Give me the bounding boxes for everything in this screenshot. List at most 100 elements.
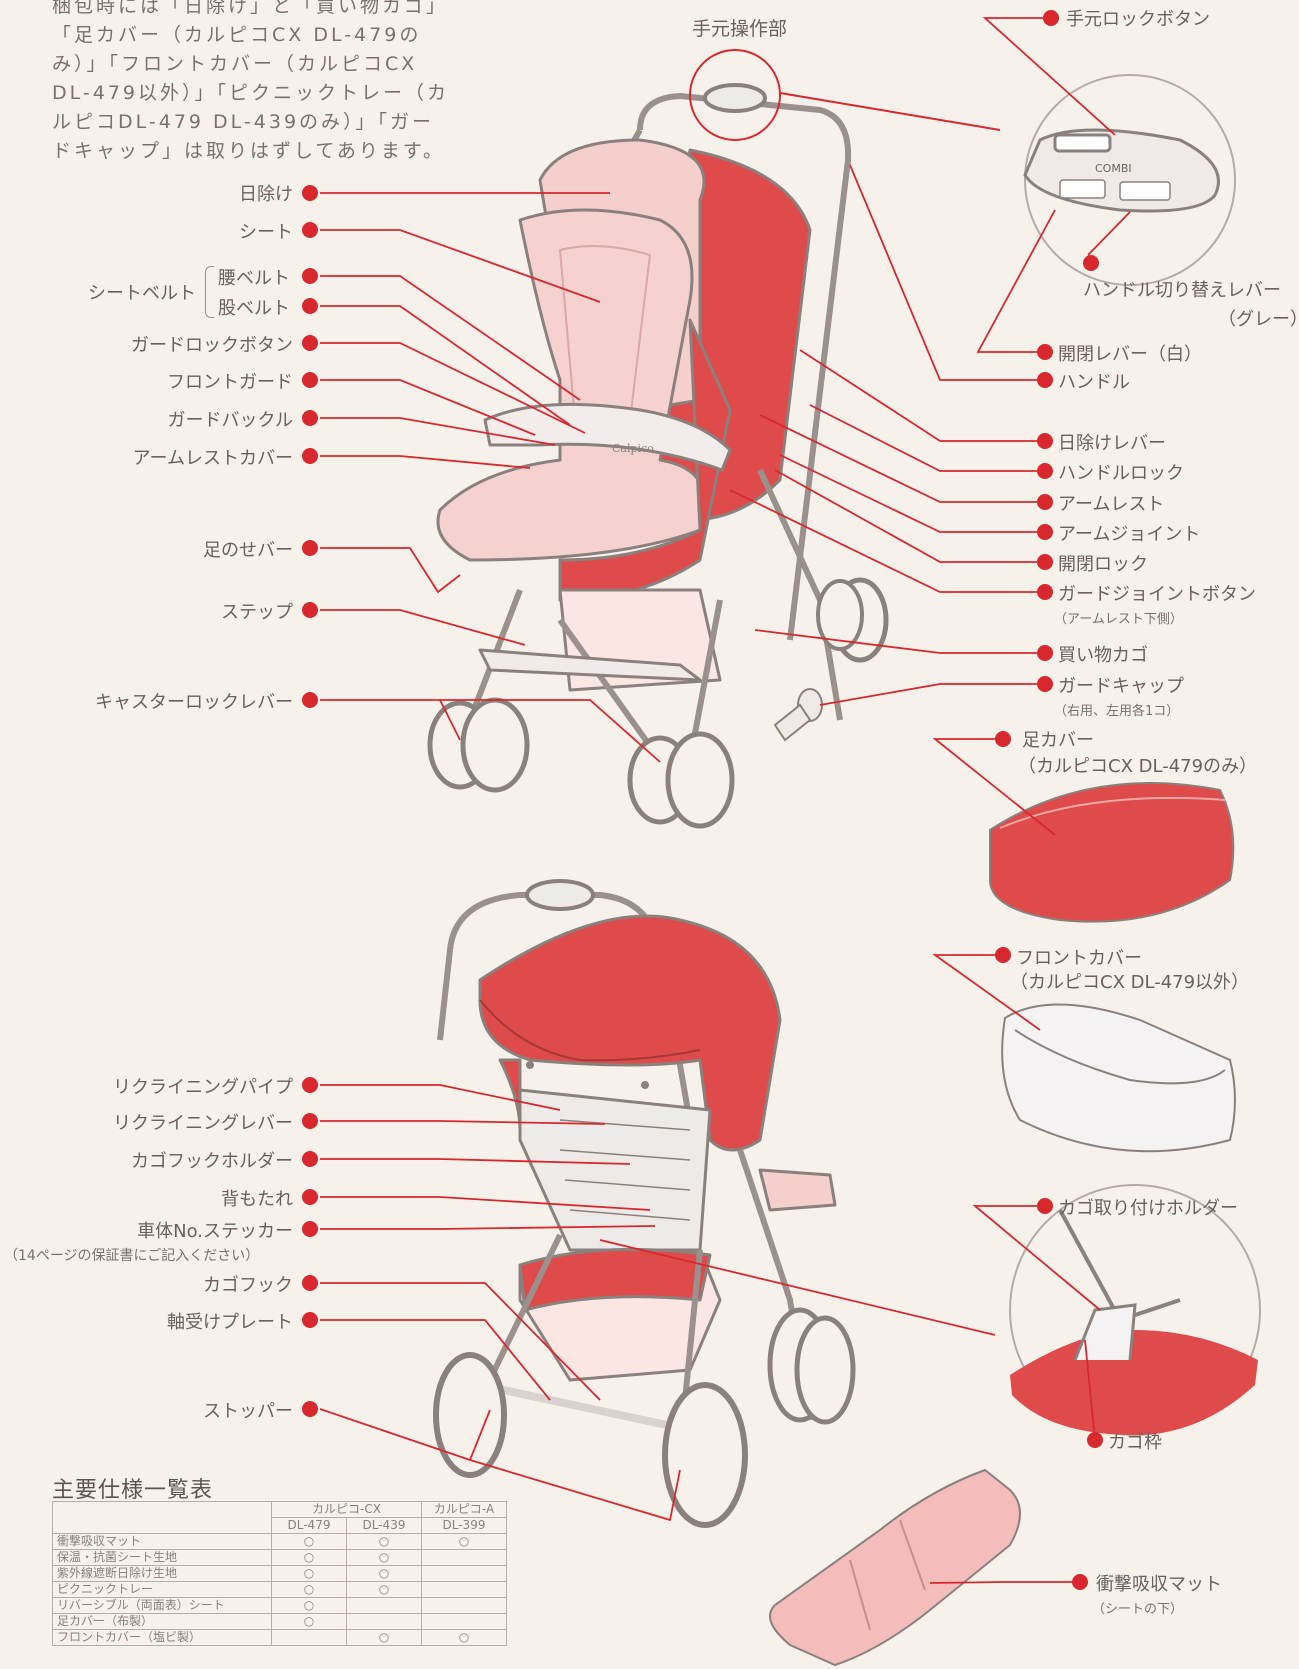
label-basket-hook: カゴフック (203, 1271, 293, 1297)
label-crotch-belt: 股ベルト (218, 294, 290, 320)
spec-feature: 紫外線遮断日除け生地 (53, 1566, 272, 1582)
label-seat: シート (239, 218, 293, 244)
spec-table-title: 主要仕様一覧表 (52, 1472, 213, 1504)
label-backrest: 背もたれ (221, 1185, 293, 1211)
marker-dot (1037, 463, 1053, 479)
spec-feature: 足カバー（布製） (53, 1614, 272, 1630)
marker-dot (1037, 676, 1053, 692)
label-arm-joint: アームジョイント (1058, 520, 1200, 546)
spec-mark: ○ (347, 1550, 422, 1566)
spec-feature: リバーシブル（両面表）シート (53, 1598, 272, 1614)
label-sunshade-lever: 日除けレバー (1058, 429, 1166, 455)
label-body-sticker-note: （14ページの保証書にご記入ください） (4, 1245, 259, 1265)
spec-mark: ○ (347, 1582, 422, 1598)
marker-dot (302, 1312, 318, 1328)
marker-dot (1037, 584, 1053, 600)
handle-panel-brand: COMBI (1095, 162, 1132, 175)
label-seatbelt: シートベルト (88, 279, 196, 305)
spec-mark (347, 1598, 422, 1614)
label-armrest: アームレスト (1058, 490, 1164, 516)
spec-model-header: DL-399 (422, 1518, 507, 1534)
label-front-cover: フロントカバー (1016, 944, 1142, 970)
spec-mark: ○ (272, 1534, 347, 1550)
label-guard-cap-note: （右用、左用各1コ） (1054, 700, 1179, 719)
marker-dot (302, 372, 318, 388)
spec-mark: ○ (347, 1534, 422, 1550)
label-front-guard: フロントガード (167, 368, 293, 394)
spec-mark: ○ (272, 1582, 347, 1598)
label-handle-switch-lever-note: （グレー） (1218, 305, 1299, 331)
marker-dot (302, 1189, 318, 1205)
marker-dot (302, 1077, 318, 1093)
label-shock-mat-note: （シートの下） (1092, 1598, 1183, 1617)
marker-dot (995, 947, 1011, 963)
marker-dot (302, 1151, 318, 1167)
spec-mark (422, 1550, 507, 1566)
spec-row: 足カバー（布製） ○ (53, 1614, 507, 1630)
spec-feature: 衝撃吸収マット (53, 1534, 272, 1550)
marker-dot (1037, 372, 1053, 388)
spec-feature: ピクニックトレー (53, 1582, 272, 1598)
label-hand-lock-button: 手元ロックボタン (1066, 5, 1210, 31)
label-guard-buckle: ガードバックル (168, 406, 293, 432)
label-sunshade: 日除け (239, 180, 293, 206)
spec-group-header: カルピコ-CX (272, 1502, 422, 1518)
rear-stroller-drawing (436, 881, 853, 1525)
marker-dot (1072, 1574, 1088, 1590)
foot-cover-drawing (990, 783, 1233, 922)
label-open-close-lock: 開閉ロック (1058, 550, 1148, 576)
label-recline-lever: リクライニングレバー (113, 1109, 293, 1135)
spec-mark (422, 1598, 507, 1614)
marker-dot (302, 602, 318, 618)
label-guard-cap: ガードキャップ (1058, 672, 1184, 698)
label-guard-joint-button: ガードジョイントボタン (1058, 580, 1256, 606)
spec-row: 紫外線遮断日除け生地 ○ ○ (53, 1566, 507, 1582)
marker-dot (302, 1113, 318, 1129)
spec-mark: ○ (272, 1550, 347, 1566)
label-guard-joint-button-note: （アームレスト下側） (1054, 608, 1183, 627)
marker-dot (302, 185, 318, 201)
marker-dot (302, 268, 318, 284)
label-front-cover-note: （カルピコCX DL-479以外） (1010, 968, 1249, 994)
spec-mark (422, 1614, 507, 1630)
marker-dot (1037, 344, 1053, 360)
label-guard-lock-button: ガードロックボタン (131, 331, 293, 357)
label-open-close-lever: 開閉レバー（白） (1058, 340, 1202, 366)
label-recline-pipe: リクライニングパイプ (113, 1073, 293, 1099)
spec-mark: ○ (422, 1534, 507, 1550)
marker-dot (1087, 1432, 1103, 1448)
guard-cap-drawing (775, 689, 822, 740)
spec-mark: ○ (422, 1630, 507, 1646)
spec-mark: ○ (347, 1630, 422, 1646)
label-waist-belt: 腰ベルト (218, 264, 290, 290)
marker-dot (302, 298, 318, 314)
label-shock-mat: 衝撃吸収マット (1096, 1570, 1222, 1596)
label-footrest-bar: 足のせバー (203, 536, 293, 562)
marker-dot (302, 1221, 318, 1237)
spec-mark: ○ (272, 1598, 347, 1614)
label-shopping-basket: 買い物カゴ (1058, 641, 1148, 667)
spec-mark: ○ (272, 1614, 347, 1630)
hand-control-callout: 手元操作部 (692, 14, 787, 41)
marker-dot (1037, 554, 1053, 570)
marker-dot (1037, 524, 1053, 540)
marker-dot (302, 335, 318, 351)
spec-mark (272, 1630, 347, 1646)
label-step: ステップ (221, 598, 293, 624)
marker-dot (302, 692, 318, 708)
marker-dot (995, 731, 1011, 747)
front-cover-drawing (1002, 1004, 1235, 1151)
marker-dot (1037, 1198, 1053, 1214)
spec-mark (347, 1614, 422, 1630)
marker-dot (1037, 645, 1053, 661)
marker-dot (1037, 494, 1053, 510)
marker-dot (302, 222, 318, 238)
spec-mark: ○ (347, 1566, 422, 1582)
belt-bracket (205, 266, 214, 318)
marker-dot (302, 410, 318, 426)
spec-table: カルピコ-CX カルピコ-A DL-479 DL-439 DL-399 衝撃吸収… (52, 1501, 507, 1646)
spec-feature: フロントカバー（塩ビ製） (53, 1630, 272, 1646)
marker-dot (1083, 255, 1099, 271)
marker-dot (302, 448, 318, 464)
